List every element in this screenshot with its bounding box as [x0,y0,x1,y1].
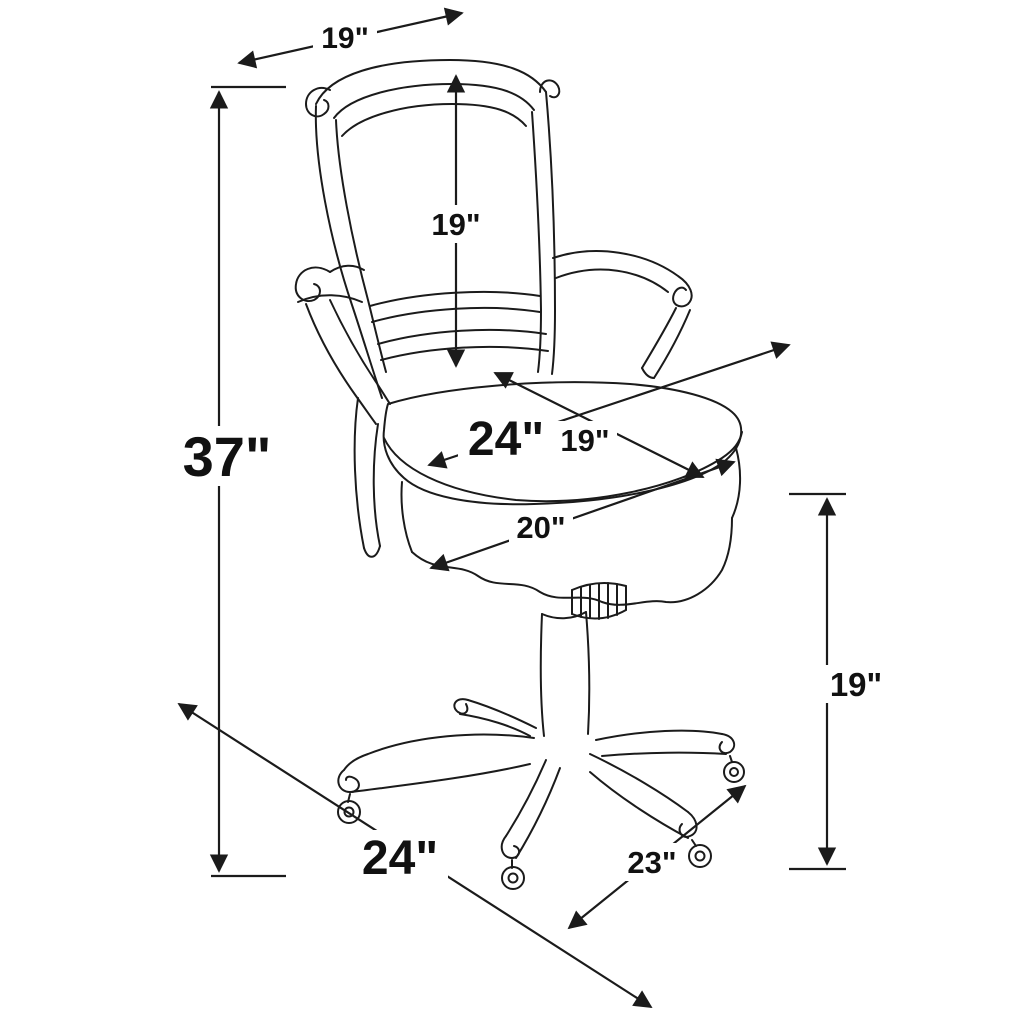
dim-seat-height-label: 19" [830,666,882,703]
seat-skirt-right [731,447,742,519]
leg-right-top [595,729,723,741]
left-arm-post-back [372,423,381,547]
leg-front-scroll [500,835,520,859]
caster-right-hub [729,767,739,777]
right-arm-support-front [641,307,677,369]
caster-front-wheel [501,866,525,890]
leg-left-scroll [337,769,360,793]
leg-front-right [515,767,561,859]
leg-front-right-bottom [589,771,689,839]
column-right [585,611,591,735]
back-rail-lower-top [377,328,547,345]
caster-right-fork [729,755,733,763]
dim-seat-depth-label-bg [553,421,617,459]
dim-back-width: 19" [237,7,464,69]
crest-rail-seam [341,103,527,137]
column-left [539,613,545,737]
right-arm-support-foot [641,367,655,379]
leg-left-bottom [351,763,531,793]
left-arm-bracket-outer [305,303,377,425]
crest-rail-outer [315,59,547,105]
dim-seat-depth-label: 19" [560,423,609,458]
dim-seat-height-label-bg [823,665,889,703]
left-armrest-top [329,264,365,273]
dim-overall-height-label: 37" [183,425,272,488]
dim-overall-height: 37" [172,85,286,878]
dim-back-height-label-bg [424,205,488,243]
right-armrest-top [552,250,693,308]
dimension-annotations: 19" 19" 37" 24" 19" [172,7,889,1008]
dim-overall-height-label-bg [172,426,282,486]
right-stile-scroll [539,79,561,99]
leg-right-bottom [601,751,727,757]
right-armrest-underside [555,268,669,293]
left-arm-bracket-inner [329,299,391,405]
left-armrest-scroll [294,266,331,302]
dim-back-height: 19" [424,74,488,368]
left-armrest-underside [297,294,363,303]
right-arm [552,250,693,379]
seat [382,381,743,606]
back-rail-lower-bottom [380,345,549,361]
left-stile-scroll [305,86,331,118]
pedestal [539,581,627,737]
dim-base-width: 24" [177,703,653,1008]
dim-base-depth-label-bg [620,843,684,881]
caster-front-hub [507,872,519,884]
crest-rail-inner [333,83,535,119]
dim-back-width-label-bg [313,19,377,57]
dim-back-height-label: 19" [431,207,480,242]
right-stile-outer [545,91,556,375]
leg-front-left [505,759,547,837]
dim-arm-to-arm-label: 24" [468,413,544,466]
left-arm [294,264,391,558]
seat-skirt-left [400,481,413,553]
leg-back-bottom [459,713,531,737]
dim-base-width-label: 24" [362,832,438,885]
caster-front-right-hub [694,850,706,862]
left-stile-inner [335,119,387,373]
right-arm-support-back [653,309,691,379]
dim-seat-height: 19" [789,492,889,871]
left-arm-post-foot [363,545,381,558]
chair-drawing [294,59,745,890]
dim-back-width-label: 19" [321,22,369,55]
dim-base-depth-label: 23" [627,845,676,880]
dim-base-width-label-bg [352,830,448,884]
leg-back-scroll [453,698,469,715]
dim-seat-width: 20" [429,458,736,572]
caster-front-right-wheel [688,844,712,868]
leg-left-top [343,733,535,771]
leg-right-scroll [718,733,736,754]
left-arm-post-front [353,397,365,549]
caster-right-wheel [723,761,745,783]
dim-seat-depth: 19" [493,372,705,478]
dim-seat-width-label: 20" [516,510,565,545]
dim-seat-width-label-bg [509,508,573,546]
dim-base-depth: 23" [567,784,747,930]
column-collar [541,611,587,620]
left-stile-outer [314,105,383,399]
